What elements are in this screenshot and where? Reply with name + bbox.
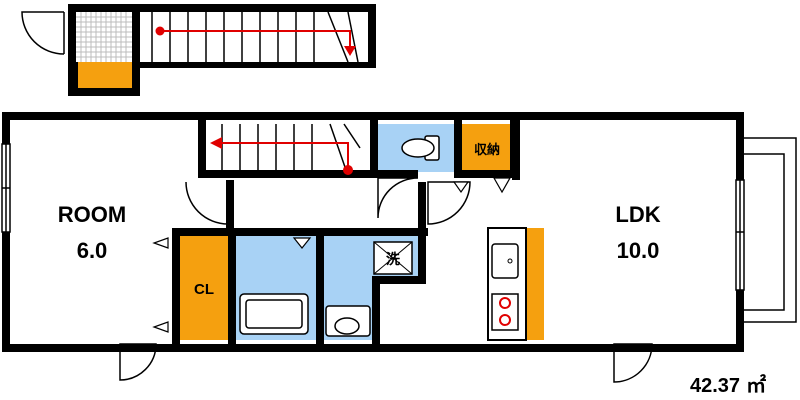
upper-stair-arrow-icon (155, 26, 356, 56)
kitchen-sink-icon (491, 243, 519, 279)
room-name-label: ROOM (58, 202, 126, 227)
washbasin-icon (325, 305, 371, 337)
lower-stair-arrow-icon (210, 137, 353, 175)
interior-walls (172, 120, 520, 344)
storage-label: 収納 (474, 142, 500, 157)
room-size-label: 6.0 (77, 238, 108, 263)
closet-label: CL (194, 281, 214, 298)
kitchen (487, 227, 527, 341)
ldk-name-label: LDK (615, 202, 660, 227)
ldk-window (735, 179, 745, 291)
storage-closet (462, 124, 512, 172)
closet-door-marks (152, 177, 512, 333)
area-unit: ㎡ (746, 373, 766, 397)
toilet-icon (401, 135, 440, 161)
upper-storage (78, 62, 132, 88)
room-closet (180, 236, 228, 340)
main-unit (1, 112, 797, 383)
lower-stair-treads (221, 123, 361, 171)
area-label: 42.37 ㎡ (690, 373, 766, 397)
bathtub-icon (239, 293, 309, 335)
landing-grid (76, 12, 132, 62)
balcony (744, 137, 797, 323)
room-window (1, 143, 11, 233)
washing-machine-drain-icon (373, 241, 413, 275)
ldk-size-label: 10.0 (617, 238, 660, 263)
laundry-label: 洗 (386, 251, 400, 267)
kitchen-counter-strip (526, 228, 544, 340)
upper-door-swing (21, 11, 65, 55)
two-burner-stove-icon (491, 293, 519, 331)
area-value: 42.37 (690, 375, 740, 397)
upper-stair-treads (151, 11, 359, 63)
upper-stair-block (21, 4, 376, 96)
door-swings (119, 177, 653, 383)
